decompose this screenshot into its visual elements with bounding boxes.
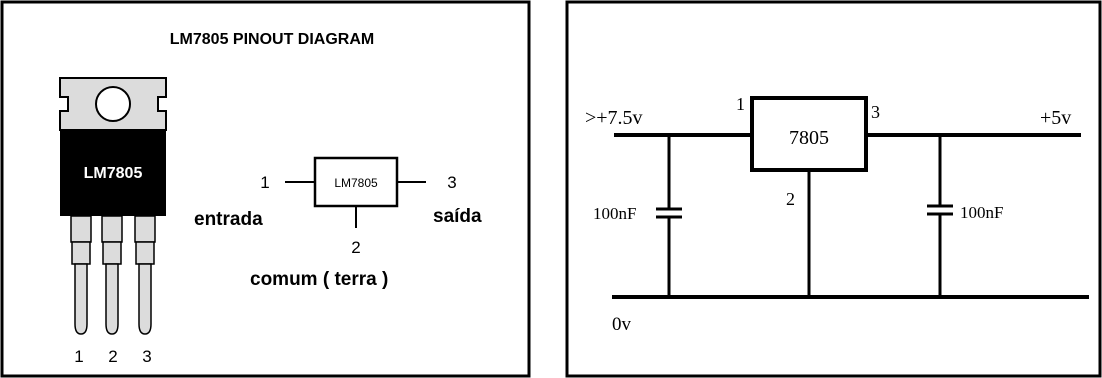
package-pin-3-label: 3 <box>142 347 151 366</box>
left-capacitor-label: 100nF <box>593 204 636 223</box>
left-panel: LM7805 PINOUT DIAGRAM LM7805 1 2 <box>0 0 531 378</box>
left-capacitor <box>656 135 682 297</box>
package-leads <box>70 215 156 335</box>
ground-label: comum ( terra ) <box>250 269 388 290</box>
regulator-pin-2-label: 2 <box>786 189 795 209</box>
schematic-symbol: LM7805 1 3 2 entrada saída comum ( terra… <box>194 156 482 290</box>
input-label: entrada <box>194 209 263 230</box>
ground-voltage-label: 0v <box>612 314 632 335</box>
regulator-pin-1-label: 1 <box>736 94 745 114</box>
input-voltage-label: >+7.5v <box>585 107 643 129</box>
schematic-pin-3-label: 3 <box>447 173 456 192</box>
schematic-pin-2-label: 2 <box>351 238 360 257</box>
right-capacitor <box>927 135 953 297</box>
package-pin-1-label: 1 <box>74 347 83 366</box>
regulator-pin-3-label: 3 <box>871 102 880 122</box>
schematic-pin-1-label: 1 <box>260 173 269 192</box>
right-panel: 7805 >+7.5v +5v 1 3 2 100nF 100nF 0v <box>565 0 1102 378</box>
chip-box <box>313 156 399 208</box>
package-label: LM7805 <box>84 165 143 182</box>
regulator-label: 7805 <box>789 127 829 149</box>
diagram-title: LM7805 PINOUT DIAGRAM <box>170 31 374 48</box>
right-panel-border <box>565 0 1102 378</box>
output-label: saída <box>433 206 482 227</box>
output-voltage-label: +5v <box>1040 107 1071 129</box>
regulator-box <box>750 96 868 172</box>
right-capacitor-label: 100nF <box>960 203 1003 222</box>
package-body <box>60 130 166 216</box>
chip-label: LM7805 <box>334 176 378 190</box>
package-pin-2-label: 2 <box>108 347 117 366</box>
to220-package: LM7805 1 2 3 <box>59 77 167 366</box>
mounting-hole <box>95 86 131 122</box>
